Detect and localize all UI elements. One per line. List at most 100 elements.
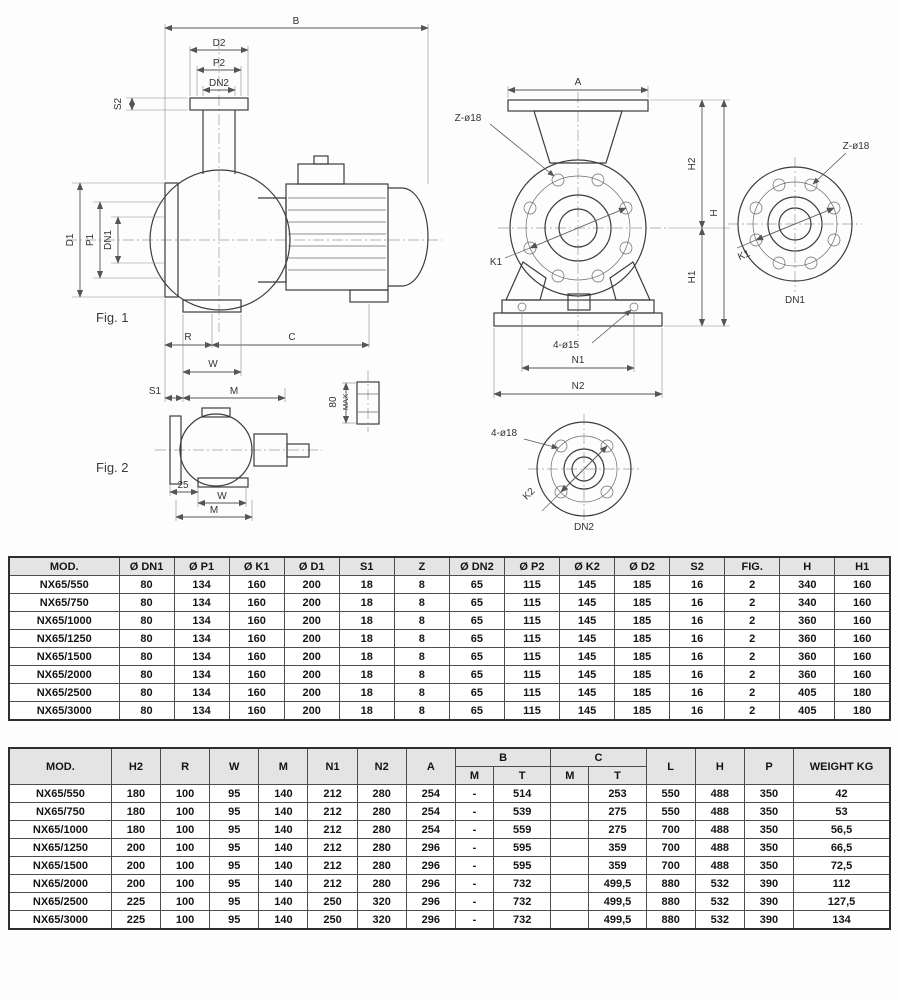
value-cell: 65 — [448, 611, 505, 630]
value-cell: 405 — [779, 701, 836, 721]
label-base-holes: 4-ø15 — [553, 340, 580, 351]
value-cell: 115 — [503, 665, 561, 684]
value-cell — [550, 892, 590, 911]
value-cell: 185 — [614, 593, 671, 612]
value-cell: 140 — [258, 856, 309, 875]
column-header: H1 — [834, 556, 891, 576]
dim-label-c: C — [288, 332, 295, 343]
value-cell: 212 — [307, 802, 358, 821]
technical-drawing: 80 MAX B D2 P2 DN2 S2 — [65, 16, 870, 533]
value-cell: 280 — [356, 802, 407, 821]
dim-label-dn1: DN1 — [103, 230, 114, 250]
value-cell: 2 — [724, 683, 781, 702]
value-cell: 488 — [694, 802, 745, 821]
model-cell: NX65/3000 — [8, 701, 120, 721]
column-header: Ø P1 — [173, 556, 230, 576]
value-cell: 2 — [724, 665, 781, 684]
value-cell: 350 — [743, 802, 795, 821]
fig1-caption: Fig. 1 — [96, 310, 129, 325]
value-cell: 532 — [694, 892, 745, 911]
dim-label-k1: K1 — [490, 257, 503, 268]
value-cell: 160 — [228, 575, 285, 594]
value-cell: 53 — [793, 802, 891, 821]
value-cell: 595 — [493, 856, 552, 875]
dim-label-h1: H1 — [687, 270, 698, 283]
value-cell: 359 — [588, 856, 647, 875]
column-header: WEIGHT KG — [793, 747, 891, 785]
column-header: M — [454, 766, 495, 785]
value-cell: 488 — [694, 820, 745, 839]
column-header: W — [209, 747, 260, 785]
value-cell: 180 — [834, 683, 891, 702]
column-header: FIG. — [724, 556, 781, 576]
model-cell: NX65/2000 — [8, 874, 112, 893]
value-cell: 134 — [173, 665, 230, 684]
value-cell: 320 — [356, 892, 407, 911]
model-cell: NX65/3000 — [8, 910, 112, 930]
value-cell: 112 — [793, 874, 891, 893]
model-cell: NX65/550 — [8, 575, 120, 594]
column-header: S1 — [338, 556, 395, 576]
value-cell: 180 — [110, 784, 162, 803]
dim-label-w: W — [208, 359, 218, 370]
value-cell: 18 — [338, 701, 395, 721]
value-cell: 185 — [614, 611, 671, 630]
value-cell: 550 — [645, 802, 696, 821]
value-cell: 100 — [159, 910, 211, 930]
dim-label-n1: N1 — [572, 355, 585, 366]
value-cell: 115 — [503, 647, 561, 666]
column-header: N2 — [356, 747, 407, 785]
value-cell: 100 — [159, 856, 211, 875]
value-cell: 95 — [209, 856, 260, 875]
value-cell: 880 — [645, 892, 696, 911]
value-cell: 80 — [118, 593, 175, 612]
value-cell: 595 — [493, 838, 552, 857]
value-cell: 225 — [110, 892, 162, 911]
value-cell: - — [454, 874, 495, 893]
dim-label-d1: D1 — [65, 233, 76, 246]
value-cell — [550, 874, 590, 893]
value-cell: 18 — [338, 683, 395, 702]
value-cell: 254 — [405, 802, 456, 821]
column-header: H — [779, 556, 836, 576]
column-header: M — [258, 747, 309, 785]
value-cell: 160 — [228, 683, 285, 702]
value-cell: 65 — [448, 665, 505, 684]
value-cell: 140 — [258, 892, 309, 911]
value-cell: 127,5 — [793, 892, 891, 911]
value-cell: 134 — [173, 647, 230, 666]
model-cell: NX65/750 — [8, 593, 120, 612]
dim-label-s1: S1 — [149, 386, 162, 397]
value-cell: 499,5 — [588, 892, 647, 911]
value-cell: 2 — [724, 647, 781, 666]
value-cell: 185 — [614, 701, 671, 721]
value-cell: 145 — [558, 665, 616, 684]
model-cell: NX65/1500 — [8, 647, 120, 666]
value-cell: 95 — [209, 802, 260, 821]
value-cell: 145 — [558, 701, 616, 721]
value-cell: 350 — [743, 838, 795, 857]
model-cell: NX65/1250 — [8, 629, 120, 648]
value-cell: 200 — [283, 647, 340, 666]
value-cell: - — [454, 784, 495, 803]
value-cell: 16 — [669, 665, 726, 684]
model-cell: NX65/750 — [8, 802, 112, 821]
value-cell: 499,5 — [588, 874, 647, 893]
value-cell: 95 — [209, 910, 260, 930]
dim-label-h2: H2 — [687, 157, 698, 170]
column-header: MOD. — [8, 556, 120, 576]
value-cell: 140 — [258, 910, 309, 930]
value-cell: 56,5 — [793, 820, 891, 839]
value-cell: 160 — [834, 611, 891, 630]
model-cell: NX65/2500 — [8, 892, 112, 911]
value-cell: 16 — [669, 701, 726, 721]
value-cell: 200 — [110, 856, 162, 875]
label-dn2-holes: 4-ø18 — [491, 428, 518, 439]
value-cell: 65 — [448, 629, 505, 648]
value-cell: 185 — [614, 629, 671, 648]
